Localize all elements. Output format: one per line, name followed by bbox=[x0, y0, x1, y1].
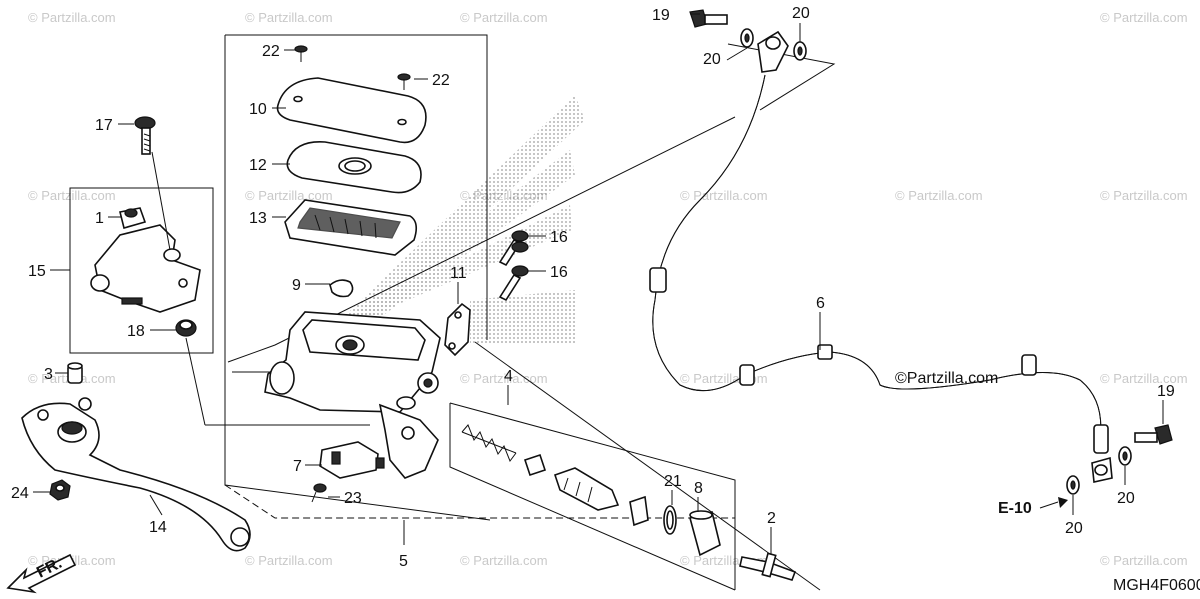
callout-16: 16 bbox=[550, 229, 568, 246]
clutch-lever bbox=[21, 397, 251, 552]
watermark: © Partzilla.com bbox=[680, 188, 768, 203]
clip-9 bbox=[329, 279, 354, 298]
watermark: © Partzilla.com bbox=[460, 553, 548, 568]
watermark: © Partzilla.com bbox=[245, 188, 333, 203]
washer-20-top-right bbox=[793, 41, 807, 61]
callout-2: 2 bbox=[767, 510, 776, 527]
callout-20: 20 bbox=[1065, 520, 1083, 537]
piston-kit-frame bbox=[449, 402, 736, 591]
callout-15: 15 bbox=[28, 263, 46, 280]
callout-20: 20 bbox=[1117, 490, 1135, 507]
bolt-16-lower bbox=[498, 241, 529, 302]
callout-20: 20 bbox=[792, 5, 810, 22]
callout-9: 9 bbox=[292, 277, 301, 294]
callout-24: 24 bbox=[11, 485, 29, 502]
grommet-18 bbox=[175, 319, 197, 337]
watermark-layer: © Partzilla.com © Partzilla.com © Partzi… bbox=[28, 10, 1188, 568]
screw-22-right bbox=[397, 73, 411, 90]
nut-24 bbox=[49, 479, 71, 501]
reference-label: E-10 bbox=[998, 500, 1032, 517]
callout-14: 14 bbox=[149, 519, 167, 536]
callout-22: 22 bbox=[262, 43, 280, 60]
callout-18: 18 bbox=[127, 323, 145, 340]
washer-20-top-left bbox=[740, 28, 754, 48]
circlip-21 bbox=[663, 505, 677, 535]
grommet-1 bbox=[119, 207, 147, 229]
diaphragm-plate-12 bbox=[286, 141, 422, 194]
callout-19: 19 bbox=[652, 7, 670, 24]
callout-22: 22 bbox=[432, 72, 450, 89]
rod-2 bbox=[739, 552, 797, 581]
banjo-bolt-19-top bbox=[689, 9, 728, 28]
diagram-code: MGH4F0600 bbox=[1113, 577, 1200, 594]
watermark: © Partzilla.com bbox=[1100, 10, 1188, 25]
master-cylinder-frame bbox=[224, 34, 735, 521]
bracket-11 bbox=[444, 302, 471, 357]
watermark: © Partzilla.com bbox=[1100, 553, 1188, 568]
callout-17: 17 bbox=[95, 117, 113, 134]
callout-20: 20 bbox=[703, 51, 721, 68]
watermark: © Partzilla.com bbox=[460, 371, 548, 386]
callout-13: 13 bbox=[249, 210, 267, 227]
watermark: © Partzilla.com bbox=[460, 10, 548, 25]
spring bbox=[461, 424, 517, 463]
diaphragm-13 bbox=[284, 199, 418, 256]
callout-7: 7 bbox=[293, 458, 302, 475]
screw-23 bbox=[311, 483, 327, 503]
watermark: © Partzilla.com bbox=[28, 10, 116, 25]
callout-12: 12 bbox=[249, 157, 267, 174]
watermark: © Partzilla.com bbox=[895, 188, 983, 203]
boot-8 bbox=[689, 510, 721, 557]
callout-6: 6 bbox=[816, 295, 825, 312]
push-rod bbox=[629, 495, 649, 527]
watermark: © Partzilla.com bbox=[245, 553, 333, 568]
reference-arrow bbox=[1039, 497, 1068, 509]
lever-holder bbox=[90, 224, 201, 313]
callout-8: 8 bbox=[694, 480, 703, 497]
banjo-bolt-19-lower bbox=[1134, 424, 1173, 445]
washer-20-lower-left bbox=[1066, 475, 1080, 495]
washer-20-lower-right bbox=[1118, 446, 1132, 466]
callout-labels: 22 22 10 12 13 9 11 16 16 17 1 15 18 3 1… bbox=[11, 5, 1200, 594]
callout-10: 10 bbox=[249, 101, 267, 118]
collar-3 bbox=[67, 362, 83, 384]
screw-22-left bbox=[294, 45, 308, 62]
callout-3: 3 bbox=[44, 366, 53, 383]
callout-19: 19 bbox=[1157, 383, 1175, 400]
leader-lines bbox=[33, 13, 1164, 554]
watermark: © Partzilla.com bbox=[28, 188, 116, 203]
clutch-hose-6 bbox=[649, 30, 1113, 483]
callout-4: 4 bbox=[504, 368, 513, 385]
watermark: © Partzilla.com bbox=[245, 10, 333, 25]
watermark: © Partzilla.com bbox=[1100, 371, 1188, 386]
master-cylinder-body bbox=[264, 311, 441, 479]
watermark: © Partzilla.com bbox=[1100, 188, 1188, 203]
bolt-17 bbox=[134, 116, 156, 155]
reservoir-cap-10 bbox=[276, 77, 427, 144]
callout-21: 21 bbox=[664, 473, 682, 490]
callout-23: 23 bbox=[344, 490, 362, 507]
primary-cup bbox=[523, 453, 547, 477]
piston bbox=[553, 467, 620, 511]
clutch-switch-7 bbox=[319, 441, 385, 479]
callout-5: 5 bbox=[399, 553, 408, 570]
watermark: ©Partzilla.com bbox=[895, 370, 998, 387]
callout-1: 1 bbox=[95, 210, 104, 227]
callout-16: 16 bbox=[550, 264, 568, 281]
callout-11: 11 bbox=[450, 265, 467, 282]
